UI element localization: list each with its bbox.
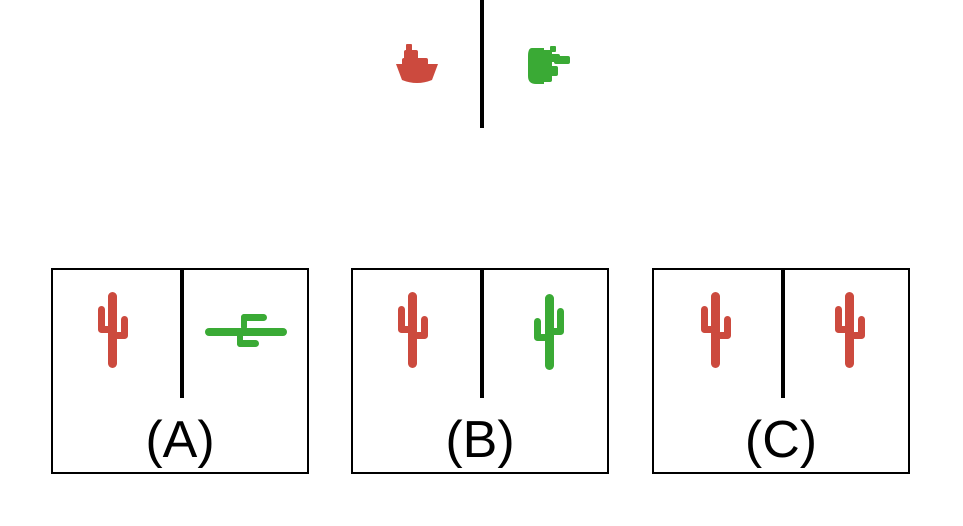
cactus-horizontal-icon bbox=[205, 314, 287, 347]
option-label: (A) bbox=[145, 411, 215, 469]
option-label: (B) bbox=[445, 411, 515, 469]
option-divider bbox=[781, 270, 785, 398]
cactus-icon bbox=[701, 292, 731, 368]
option-divider bbox=[480, 270, 484, 398]
top-divider bbox=[480, 0, 484, 128]
boat-icon bbox=[396, 44, 438, 83]
option-b[interactable]: (B) bbox=[351, 268, 609, 474]
cactus-icon bbox=[398, 292, 428, 368]
option-label: (C) bbox=[744, 411, 818, 469]
cactus-rotated-icon bbox=[528, 46, 570, 84]
option-c[interactable]: (C) bbox=[652, 268, 910, 474]
option-divider bbox=[180, 270, 184, 398]
cactus-mirrored-icon bbox=[534, 294, 564, 370]
cactus-icon bbox=[98, 292, 128, 368]
cactus-icon bbox=[835, 292, 865, 368]
option-a[interactable]: (A) bbox=[51, 268, 309, 474]
